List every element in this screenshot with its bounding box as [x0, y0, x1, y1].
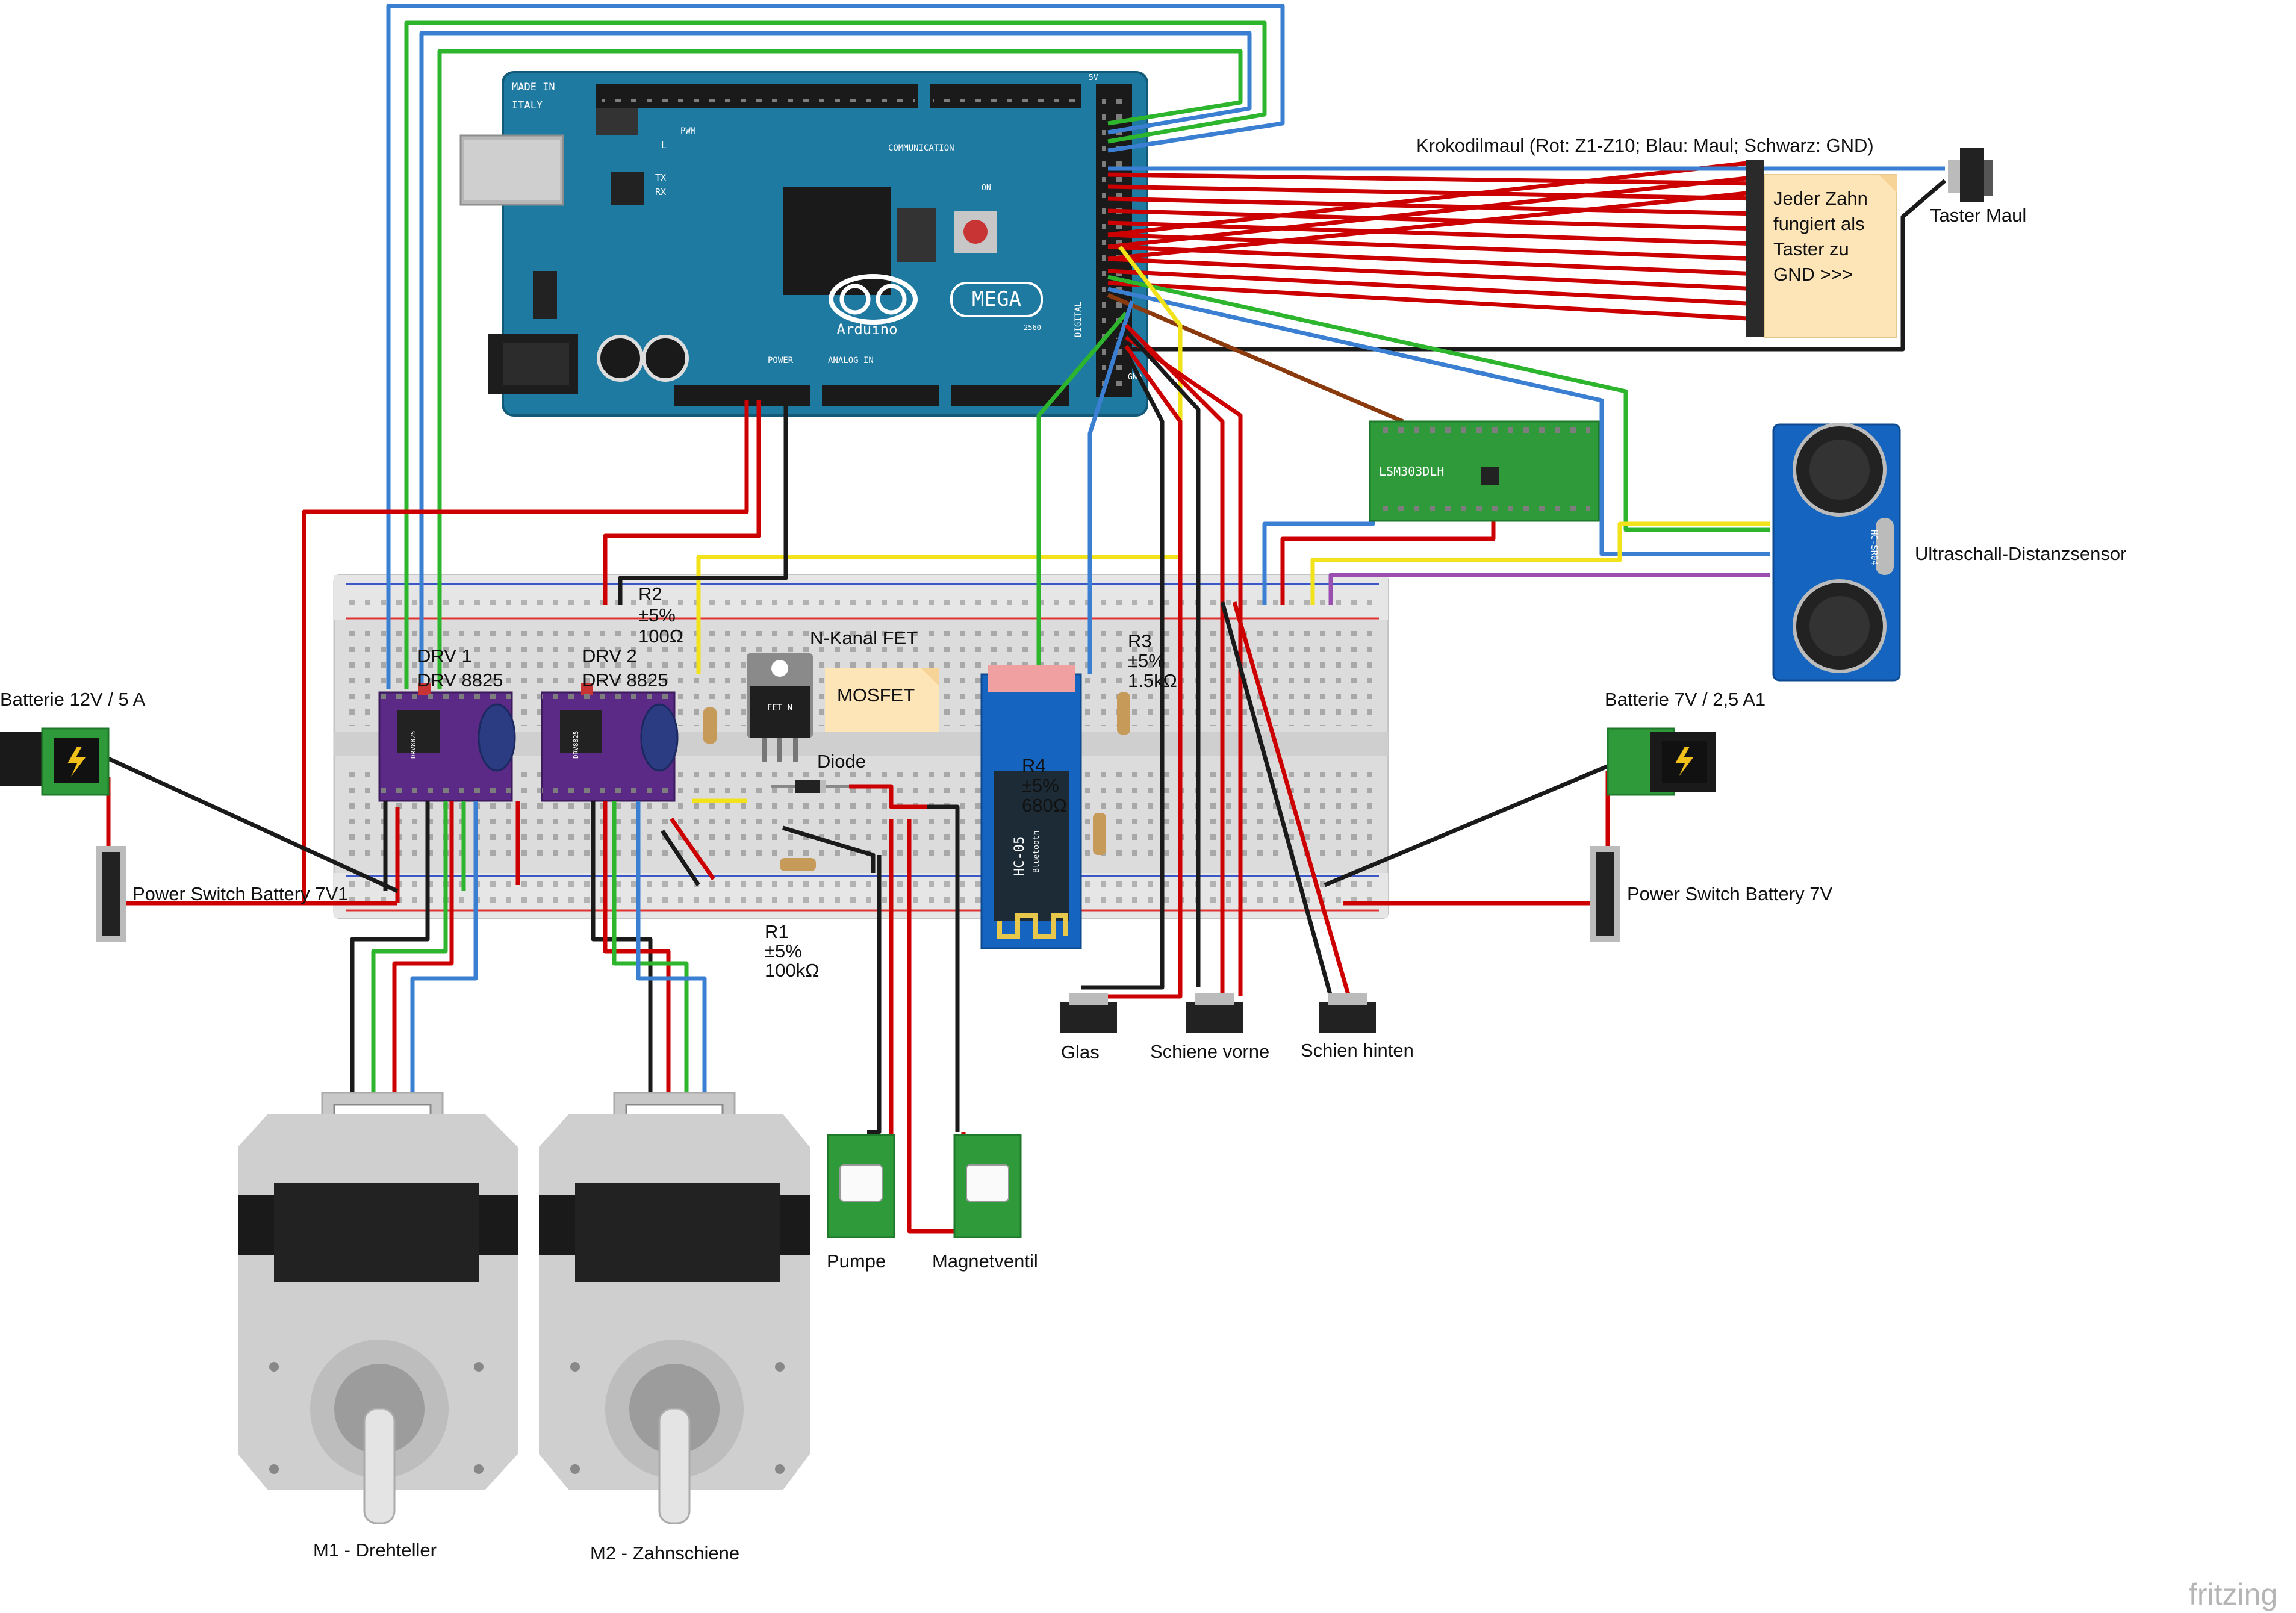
hc05-bluetooth: Bluetooth [1032, 831, 1041, 873]
hc05-label: HC-05 [1012, 836, 1027, 876]
power-switch-right [1590, 846, 1620, 942]
hc05-module: HC-05 Bluetooth [980, 665, 1082, 949]
r2-label-value: 100Ω [638, 626, 683, 647]
magnetventil-label: Magnetventil [932, 1251, 1038, 1272]
magnetventil-connector [953, 1134, 1022, 1238]
stepper-motor-m1 [238, 1092, 518, 1524]
note-line-3: Taster zu [1773, 238, 1849, 260]
r1-label-tol: ±5% [765, 940, 802, 962]
arduino-digital-label: DIGITAL [1074, 302, 1083, 337]
taster-maul-label: Taster Maul [1930, 205, 2026, 226]
switch-schiene-vorne [1186, 993, 1243, 1033]
stepper-motor-m2 [539, 1092, 810, 1524]
battery-7v [1607, 727, 1716, 796]
m1-label: M1 - Drehteller [313, 1540, 437, 1561]
r4-label-tol: ±5% [1022, 775, 1059, 796]
nkanal-label: N-Kanal FET [810, 627, 918, 648]
switch-glas [1060, 993, 1117, 1033]
ultraschall-label: Ultraschall-Distanzsensor [1915, 543, 2126, 564]
power-switch-left-label: Power Switch Battery 7V1 [132, 883, 348, 904]
arduino-italy: ITALY [512, 99, 543, 111]
r1-label-name: R1 [765, 921, 789, 942]
arduino-pwm-label: PWM [680, 126, 695, 136]
fritzing-watermark: fritzing [2189, 1577, 2277, 1611]
r1-label-value: 100kΩ [765, 960, 819, 981]
drv2-board: DRV8825 [541, 683, 679, 802]
arduino-mega-board: MADE IN ITALY Arduino MEGA 2560 PWM COMM… [459, 71, 1148, 417]
r4-label-value: 680Ω [1022, 795, 1067, 816]
crocodile-connector: Jeder Zahn fungiert als Taster zu GND >>… [1746, 160, 1897, 338]
arduino-tx-label: TX [655, 172, 666, 183]
schien-hinten-label: Schien hinten [1301, 1040, 1414, 1061]
lsm303-module: LSM303DLH [1369, 420, 1600, 522]
arduino-power-label: POWER [768, 356, 794, 365]
power-switch-right-label: Power Switch Battery 7V [1627, 883, 1832, 904]
arduino-on-label: ON [982, 184, 991, 193]
drv2-chip-label: DRV8825 [572, 731, 580, 759]
arduino-communication-label: COMMUNICATION [888, 143, 954, 153]
arduino-5v-label: 5V [1089, 73, 1098, 82]
arduino-model: MEGA [972, 287, 1021, 311]
r3-label-value: 1.5kΩ [1128, 670, 1177, 691]
pumpe-connector [827, 1134, 895, 1238]
taster-maul-switch [1948, 148, 1993, 202]
arduino-model-code: 2560 [1024, 323, 1041, 332]
note-box [1764, 174, 1897, 338]
r3-label-name: R3 [1128, 630, 1152, 651]
note-line-4: GND >>> [1773, 264, 1853, 285]
battery-12v [0, 727, 110, 796]
r2-label-name: R2 [638, 583, 662, 604]
m2-label: M2 - Zahnschiene [590, 1543, 739, 1564]
drv2-part-label: DRV 8825 [582, 670, 668, 691]
drv1-name-label: DRV 1 [417, 645, 472, 667]
note-line-1: Jeder Zahn [1773, 188, 1868, 209]
note-line-2: fungiert als [1773, 213, 1865, 234]
pumpe-label: Pumpe [827, 1251, 886, 1272]
drv1-chip-label: DRV8825 [409, 731, 417, 759]
drv2-name-label: DRV 2 [582, 645, 637, 667]
power-switch-left [96, 846, 126, 942]
mosfet-note-text: MOSFET [837, 685, 915, 706]
batterie-12v-label: Batterie 12V / 5 A [0, 689, 146, 710]
switch-schien-hinten [1319, 993, 1376, 1033]
arduino-brand: Arduino [836, 321, 897, 338]
drv1-part-label: DRV 8825 [417, 670, 503, 691]
krokodil-header-label: Krokodilmaul (Rot: Z1-Z10; Blau: Maul; S… [1416, 135, 1874, 156]
arduino-rx-label: RX [655, 187, 666, 197]
mosfet-chip-label: FET N [767, 703, 792, 713]
wires [302, 4, 1947, 999]
breadboard-wires [106, 756, 1627, 1234]
arduino-l-label: L [661, 140, 667, 151]
diode-component [771, 780, 849, 793]
mosfet-component: FET N MOSFET [747, 653, 939, 762]
diode-label: Diode [817, 751, 866, 772]
hc-sr04-label: HC-SR04 [1869, 530, 1879, 565]
schiene-vorne-label: Schiene vorne [1150, 1041, 1269, 1062]
r3-label-tol: ±5% [1128, 650, 1165, 671]
drv1-board: DRV8825 [378, 683, 516, 802]
mosfet-note [825, 668, 939, 732]
hc-sr04-module: HC-SR04 [1772, 423, 1901, 682]
r4-label-name: R4 [1022, 755, 1046, 776]
resistors [703, 692, 1130, 871]
lsm-label: LSM303DLH [1379, 464, 1444, 479]
r2-label-tol: ±5% [638, 604, 676, 626]
batterie-7v-label: Batterie 7V / 2,5 A1 [1605, 689, 1766, 710]
arduino-made-in: MADE IN [512, 81, 555, 93]
glas-label: Glas [1061, 1042, 1100, 1063]
arduino-analog-label: ANALOG IN [828, 356, 874, 365]
